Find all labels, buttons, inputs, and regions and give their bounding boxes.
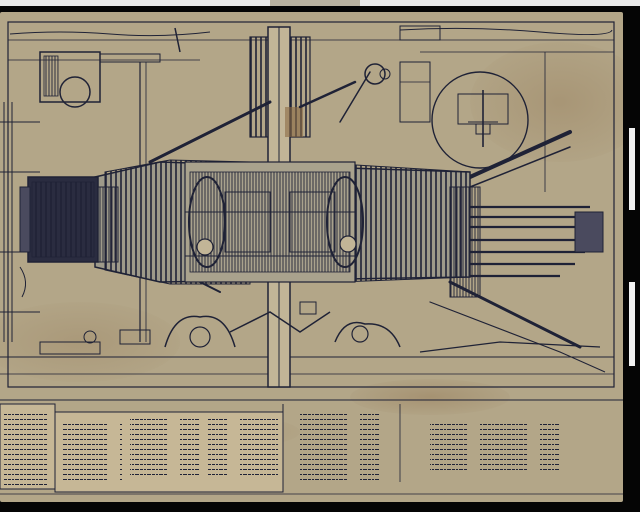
engine-nose bbox=[19, 176, 119, 263]
drawing-border bbox=[0, 21, 615, 388]
lower-machinery bbox=[39, 301, 606, 373]
right-edge-mark-lower bbox=[629, 282, 635, 366]
blueprint-sheet bbox=[0, 12, 623, 502]
top-edge-mark bbox=[270, 0, 360, 6]
top-edge-strip bbox=[0, 0, 640, 6]
blueprint-drawing bbox=[0, 21, 623, 495]
bottom-text-panels bbox=[0, 399, 623, 495]
left-scaffold bbox=[0, 102, 40, 342]
engine-body bbox=[94, 159, 471, 285]
top-right-mechanism bbox=[364, 52, 546, 192]
right-edge-mark-upper bbox=[629, 128, 635, 210]
header-ornament bbox=[9, 25, 613, 53]
exhaust-rods bbox=[449, 186, 604, 298]
